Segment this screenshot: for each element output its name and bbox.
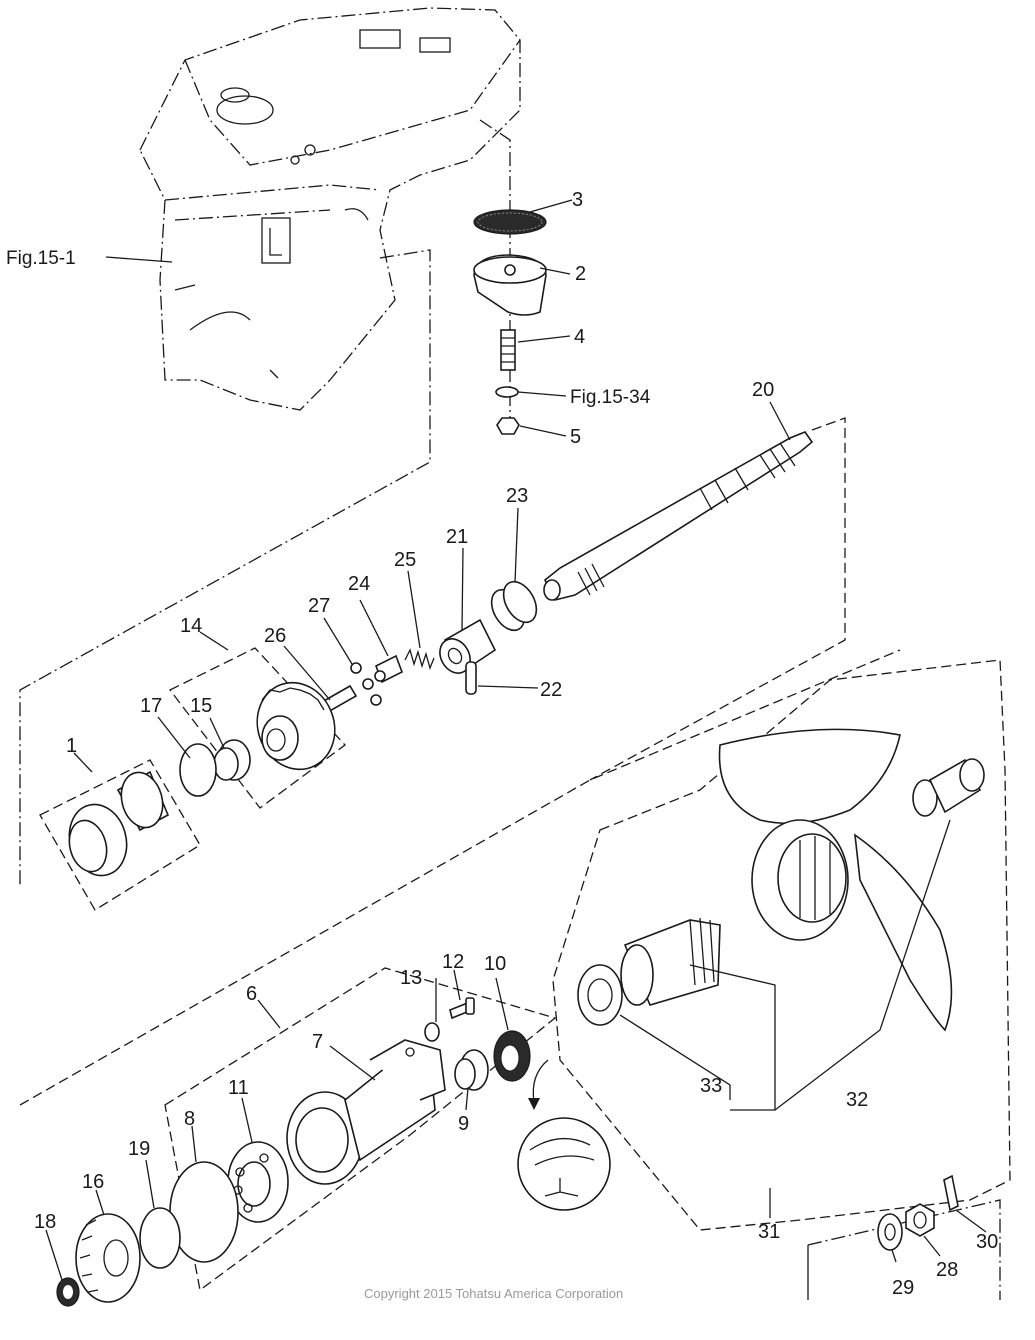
label-8: 8 [184,1108,195,1130]
part-22-pin [465,661,477,695]
label-7: 7 [312,1031,323,1053]
housing-bracket [19,249,431,885]
label-33: 33 [700,1075,722,1097]
part-30-cotter-pin [943,1174,959,1212]
label-15: 15 [190,695,212,717]
figure-references: Fig.15-1 Fig.15-34 [6,248,651,408]
label-21: 21 [446,526,468,548]
bracket-6-top [19,649,901,1106]
part-32-propeller [718,728,953,1032]
shaft-bracket [589,417,846,781]
part-13-washer [424,1022,440,1042]
part-11-ball-bearing [227,1141,289,1223]
label-10: 10 [484,953,506,975]
callout-labels: 1 2 3 4 5 6 7 8 9 10 11 12 13 14 15 16 1… [34,189,998,1299]
part-16-forward-gear [75,1213,141,1303]
label-14: 14 [180,615,202,637]
ref-fig15-1: Fig.15-1 [6,248,76,269]
label-9: 9 [458,1113,469,1135]
ref-fig15-34: Fig.15-34 [570,387,651,408]
label-4: 4 [574,326,585,348]
label-18: 18 [34,1211,56,1233]
part-7-housing [286,1039,446,1185]
part-4-bolt [500,329,516,371]
part-33-thrust-sleeve [577,917,721,1026]
label-23: 23 [506,485,528,507]
part-27-balls [350,662,386,706]
leader-lines [45,199,987,1281]
part-25-spring [404,648,435,671]
label-13: 13 [400,967,422,989]
part-3-water-strainer [473,209,547,235]
label-20: 20 [752,379,774,401]
washer-fig15-34 [495,386,519,398]
label-12: 12 [442,951,464,973]
label-3: 3 [572,189,583,211]
seal-detail-magnifier [517,1059,611,1211]
part-21-clutch [439,618,497,674]
part-29-washer [877,1213,903,1251]
label-5: 5 [570,426,581,448]
part-15-bearing [213,739,251,781]
part-28-nut [905,1203,935,1237]
copyright-text: Copyright 2015 Tohatsu America Corporati… [364,1286,623,1301]
part-1-bearing-race [68,770,170,877]
leader-32 [774,819,951,1111]
group-1-box [39,759,201,911]
label-32: 32 [846,1089,868,1111]
label-30: 30 [976,1231,998,1253]
part-19-shim [139,1207,181,1269]
part-2-trim-tab [473,254,547,316]
label-25: 25 [394,549,416,571]
part-8-o-ring [169,1161,239,1263]
label-27: 27 [308,595,330,617]
label-16: 16 [82,1171,104,1193]
label-17: 17 [140,695,162,717]
label-24: 24 [348,573,370,595]
label-26: 26 [264,625,286,647]
part-9-bearing [454,1049,489,1091]
label-22: 22 [540,679,562,701]
group-28-30-bracket [807,1199,1001,1300]
label-31: 31 [758,1221,780,1243]
label-2: 2 [575,263,586,285]
part-23-collar [490,580,538,632]
label-28: 28 [936,1259,958,1281]
label-29: 29 [892,1277,914,1299]
label-1: 1 [66,735,77,757]
label-6: 6 [246,983,257,1005]
label-11: 11 [228,1077,249,1099]
group-31-box [552,659,1011,1231]
leader-33a [619,1014,731,1100]
part-12-bolt [449,997,475,1020]
leader-33b [689,964,776,1111]
part-spline-bushing [912,758,985,817]
label-19: 19 [128,1138,150,1160]
part-5-nut [496,417,520,435]
gearcase-housing [139,7,521,411]
part-14-reverse-gear [256,681,336,771]
part-20-propeller-shaft [543,431,814,601]
part-10-seal [493,1030,531,1082]
